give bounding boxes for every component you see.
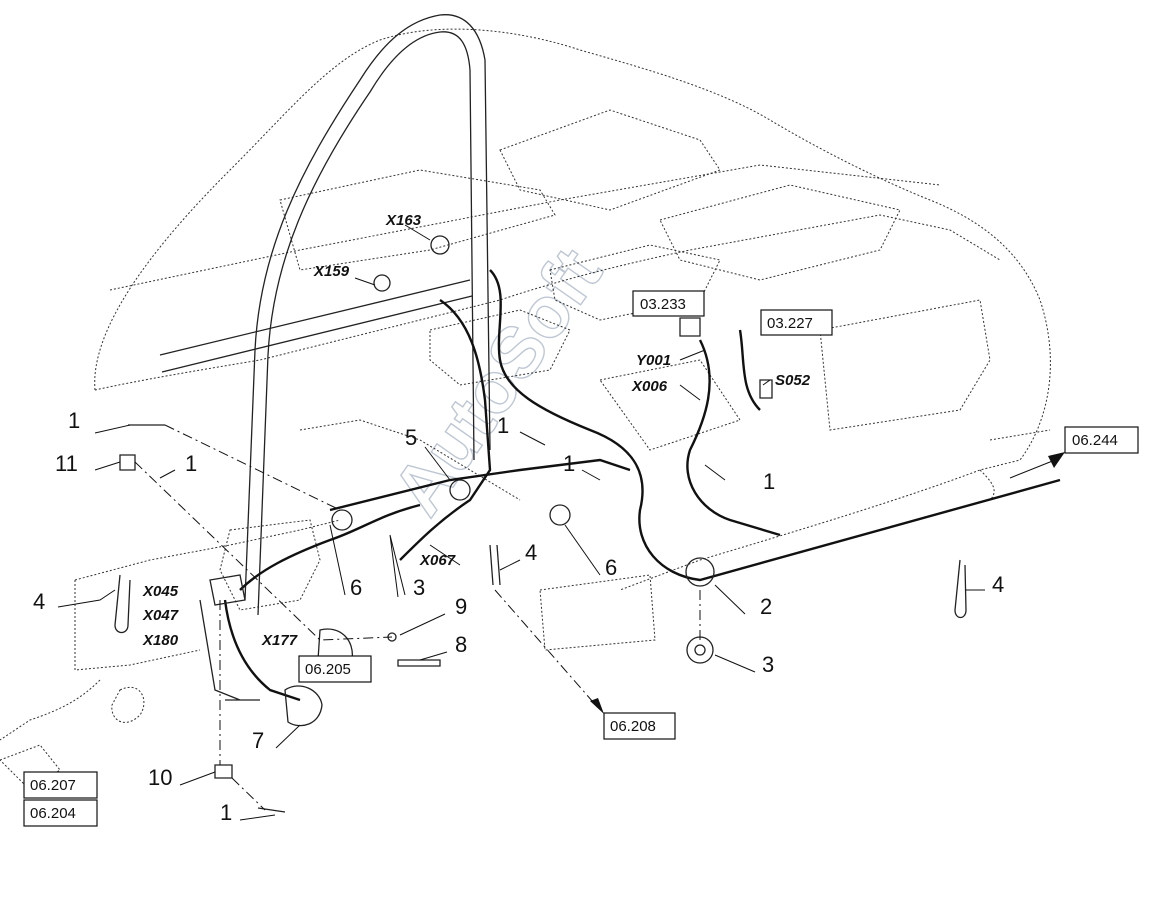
ref-03227: 03.227 [767,315,813,332]
watermark-logo: AutoSoft [377,234,618,530]
callout-8: 8 [455,632,467,657]
callout-7: 7 [252,728,264,753]
component-codes: X163 X159 Y001 X006 S052 X067 X045 X047 … [142,212,811,649]
arrow-06208-head [590,698,604,714]
ref-06205: 06.205 [305,661,351,678]
leader-lines [57,224,985,821]
code-x067: X067 [419,552,456,569]
callout-10: 10 [148,765,172,790]
callout-1c: 1 [497,413,509,438]
callout-1b: 1 [185,451,197,476]
code-x180: X180 [142,632,179,649]
page-references: 03.233 03.227 06.244 06.205 06.208 06.20… [23,290,1139,827]
code-s052: S052 [775,372,811,389]
callout-1f: 1 [220,800,232,825]
ref-06204: 06.204 [30,805,76,822]
chassis-outline [0,28,1051,791]
callout-4c: 4 [992,572,1004,597]
wiring-harness [223,269,1061,702]
code-x045: X045 [142,583,179,600]
callout-4b: 4 [525,540,537,565]
item-callouts: 1 11 1 4 5 1 1 1 6 3 4 6 2 9 8 3 4 7 10 … [33,408,1004,825]
ref-03233: 03.233 [640,296,686,313]
centerlines [134,424,701,811]
svg-text:AutoSoft: AutoSoft [378,234,618,529]
arrows [590,452,1065,714]
callout-2: 2 [760,594,772,619]
callout-5: 5 [405,425,417,450]
roll-bar [159,14,491,701]
code-x159: X159 [313,263,350,280]
callout-4: 4 [33,589,45,614]
callout-9: 9 [455,594,467,619]
callout-1d: 1 [563,451,575,476]
ref-06208: 06.208 [610,718,656,735]
ref-06207: 06.207 [30,777,76,794]
callout-3b: 3 [762,652,774,677]
callout-6: 6 [350,575,362,600]
callout-11: 11 [55,451,78,476]
code-x006: X006 [631,378,668,395]
callout-6b: 6 [605,555,617,580]
callout-3: 3 [413,575,425,600]
code-y001: Y001 [636,352,671,369]
code-x163: X163 [385,212,422,229]
ref-06244: 06.244 [1072,432,1118,449]
code-x047: X047 [142,607,179,624]
callout-1e: 1 [763,469,775,494]
connectors-clamps [114,235,967,813]
code-x177: X177 [261,632,298,649]
callout-1: 1 [68,408,80,433]
arrow-06244-head [1048,452,1065,468]
